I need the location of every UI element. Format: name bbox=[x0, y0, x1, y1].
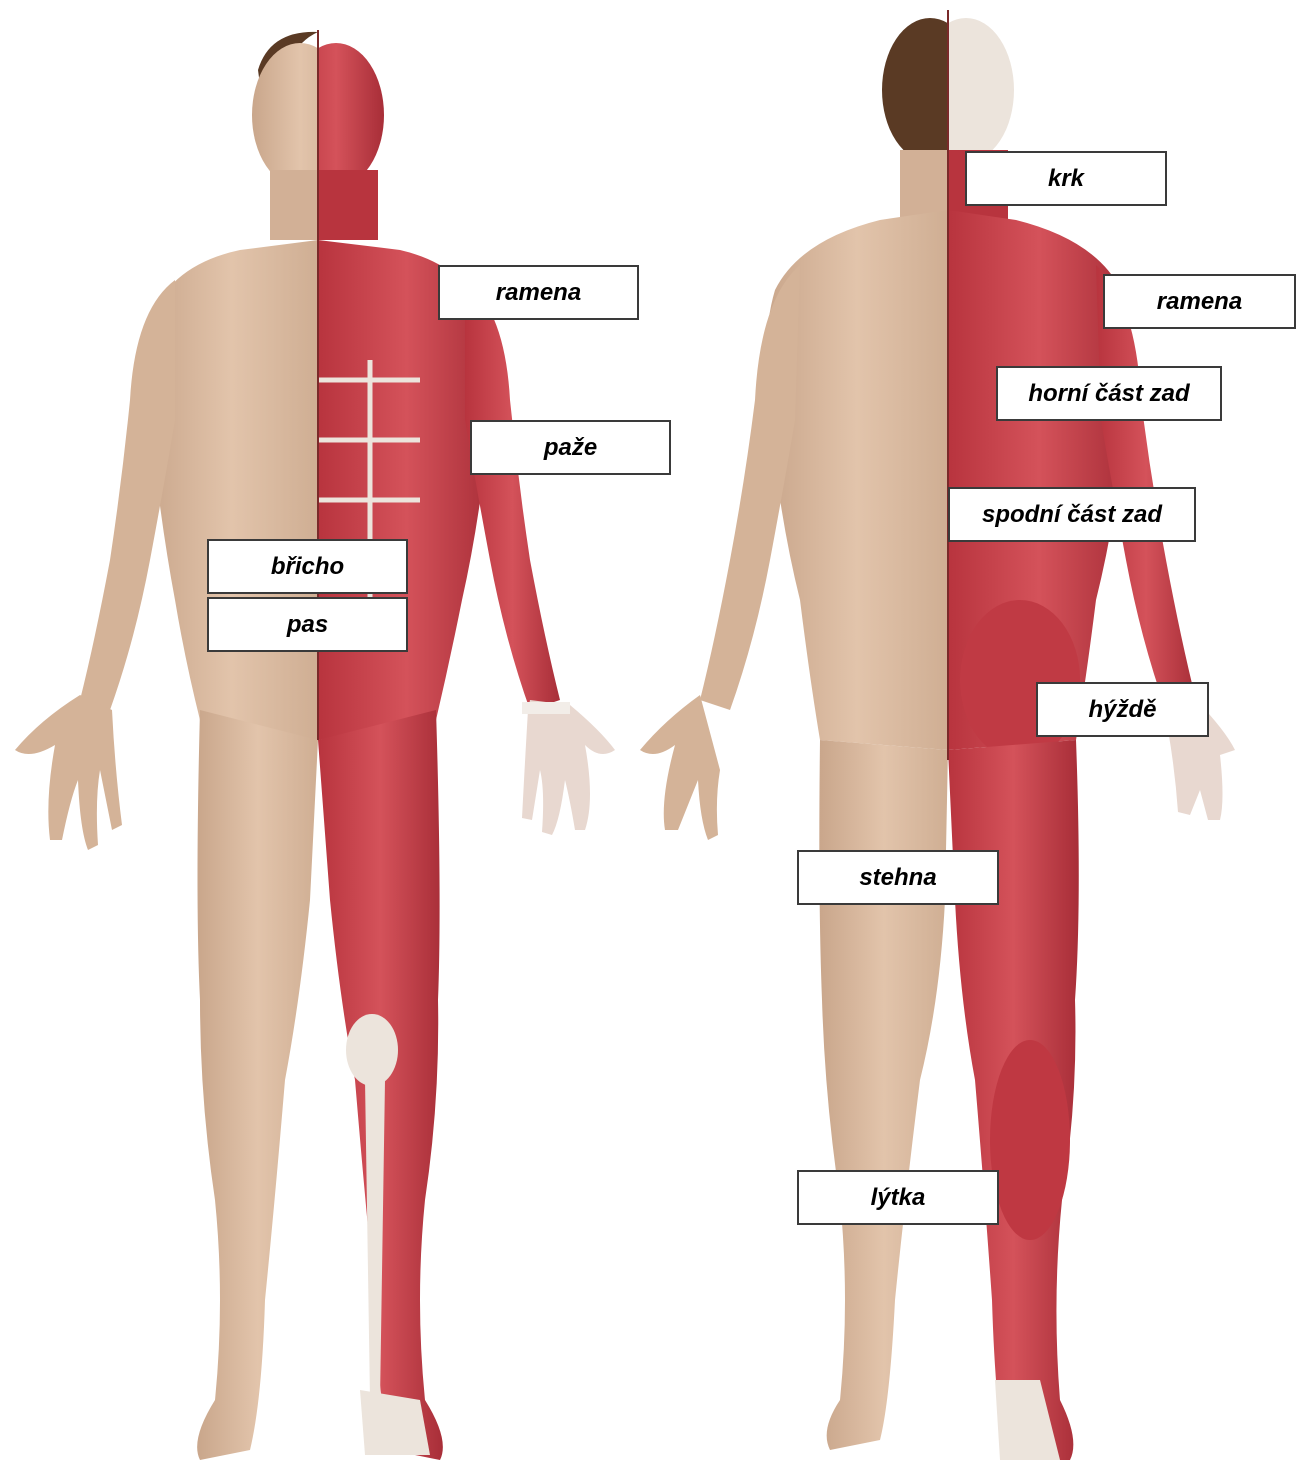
label-back-upper-back: horní část zad bbox=[996, 366, 1222, 421]
label-back-lower-back: spodní část zad bbox=[948, 487, 1196, 542]
label-front-belly: břicho bbox=[207, 539, 408, 594]
label-back-calves: lýtka bbox=[797, 1170, 999, 1225]
label-front-shoulders: ramena bbox=[438, 265, 639, 320]
label-back-buttocks: hýždě bbox=[1036, 682, 1209, 737]
label-back-thighs: stehna bbox=[797, 850, 999, 905]
label-back-shoulders: ramena bbox=[1103, 274, 1296, 329]
back-muscle-half bbox=[918, 18, 1235, 1460]
label-back-neck: krk bbox=[965, 151, 1167, 206]
back-skin-half bbox=[640, 18, 978, 1450]
front-skin-half bbox=[15, 32, 348, 1460]
label-front-arm: paže bbox=[470, 420, 671, 475]
front-figure bbox=[15, 30, 615, 1460]
front-muscle-half bbox=[288, 43, 615, 1460]
label-front-waist: pas bbox=[207, 597, 408, 652]
